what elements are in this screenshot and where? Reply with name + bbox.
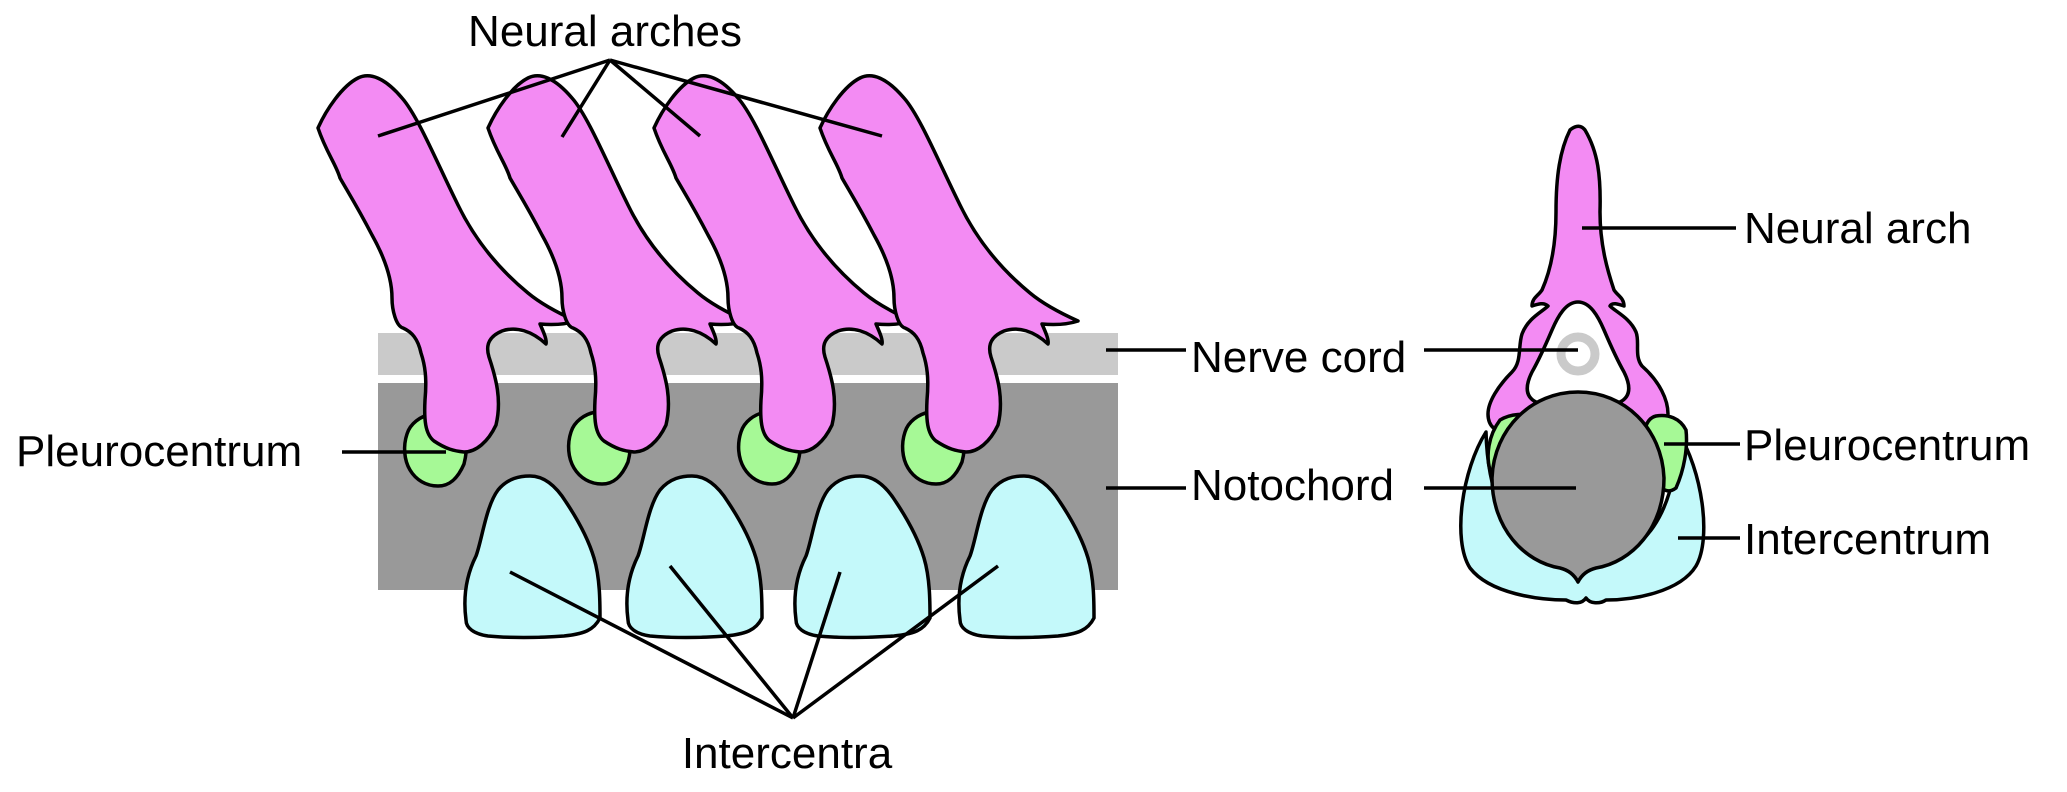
neural-arches-leaders bbox=[377, 58, 883, 138]
label-pleurocentrum-right: Pleurocentrum bbox=[1744, 421, 2030, 470]
cross-nerve-cord bbox=[1556, 332, 1600, 376]
label-intercentra: Intercentra bbox=[682, 729, 893, 778]
label-neural-arch: Neural arch bbox=[1744, 204, 1971, 253]
label-intercentrum: Intercentrum bbox=[1744, 515, 1991, 564]
label-neural-arches: Neural arches bbox=[468, 7, 742, 56]
label-pleurocentrum-left: Pleurocentrum bbox=[16, 427, 302, 476]
vertebra-cross-section bbox=[1459, 124, 1706, 605]
cross-notochord bbox=[1490, 390, 1666, 584]
intercentra-leaders bbox=[509, 564, 1000, 720]
label-notochord: Notochord bbox=[1191, 461, 1394, 510]
label-nerve-cord: Nerve cord bbox=[1191, 333, 1406, 382]
